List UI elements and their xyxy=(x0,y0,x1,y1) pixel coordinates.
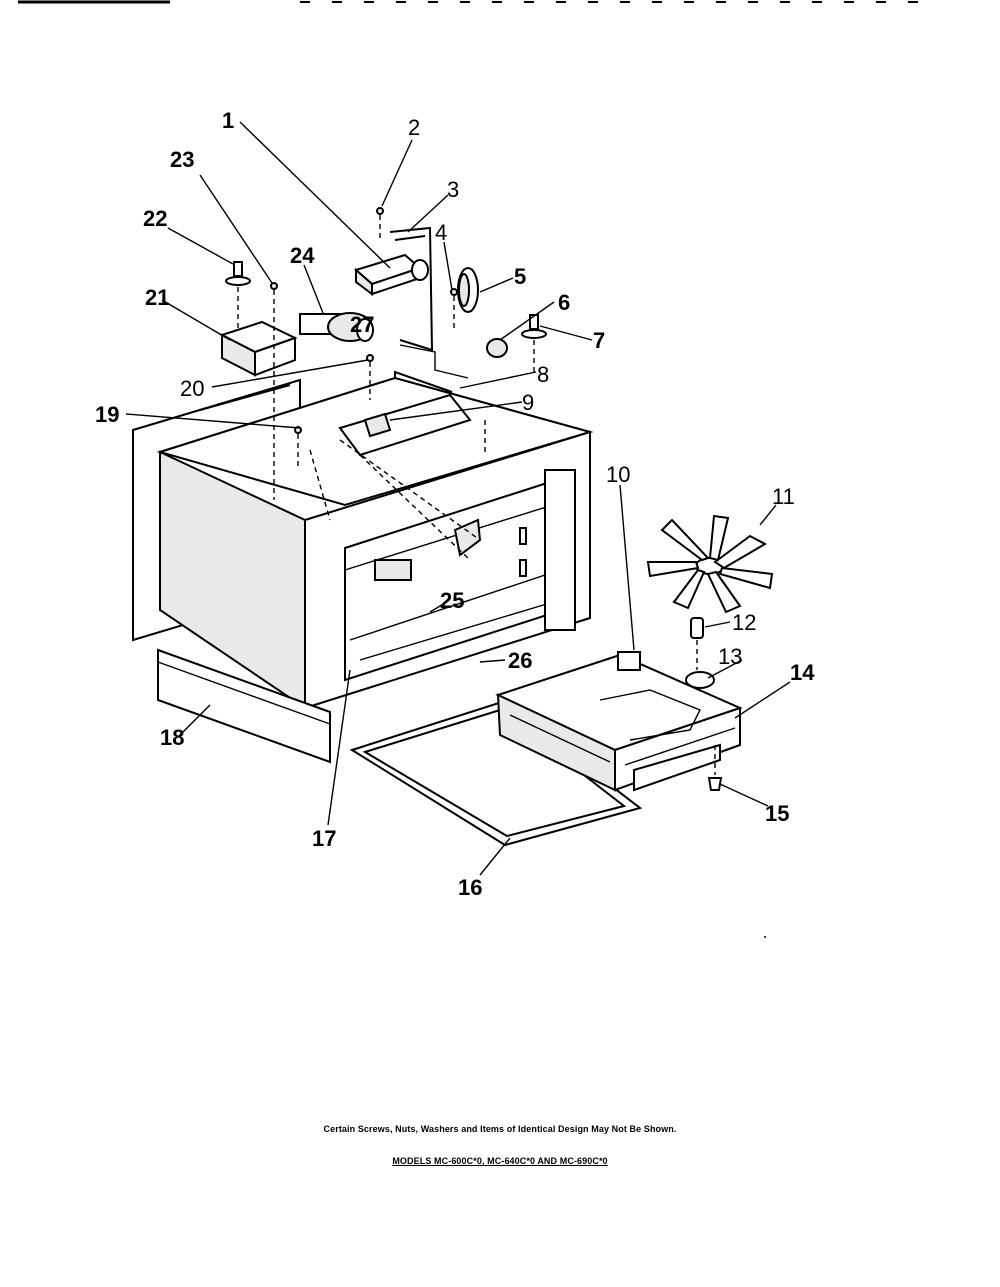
screw-assemblies xyxy=(225,261,547,372)
footnote: Certain Screws, Nuts, Washers and Items … xyxy=(323,1124,677,1134)
callout-6: 6 xyxy=(558,290,570,315)
callout-5: 5 xyxy=(514,264,526,289)
callout-15: 15 xyxy=(765,801,789,826)
callout-4: 4 xyxy=(435,220,447,245)
callout-21: 21 xyxy=(145,285,169,310)
fan-hub-parts xyxy=(617,617,715,689)
callout-14: 14 xyxy=(790,660,815,685)
callout-23: 23 xyxy=(170,147,194,172)
callout-27: 27 xyxy=(350,312,374,337)
oven-cabinet xyxy=(132,370,594,710)
callout-2: 2 xyxy=(408,115,420,140)
callout-3: 3 xyxy=(447,177,459,202)
models-caption: MODELS MC-600C*0, MC-640C*0 AND MC-690C*… xyxy=(0,1156,1000,1166)
callout-10: 10 xyxy=(606,462,630,487)
leader-lines xyxy=(125,121,791,876)
callout-25: 25 xyxy=(440,588,464,613)
callout-11: 11 xyxy=(772,484,795,509)
callout-16: 16 xyxy=(458,875,482,900)
control-box xyxy=(219,320,298,377)
rotary-switch xyxy=(457,267,479,313)
callout-13: 13 xyxy=(718,644,742,669)
callout-labels: 1 2 3 4 5 6 7 8 9 10 11 12 13 14 15 16 1… xyxy=(95,108,815,900)
callout-7: 7 xyxy=(593,328,605,353)
callout-19: 19 xyxy=(95,402,119,427)
callout-12: 12 xyxy=(732,610,756,635)
callout-1: 1 xyxy=(222,108,234,133)
callout-24: 24 xyxy=(290,243,315,268)
callout-26: 26 xyxy=(508,648,532,673)
callout-18: 18 xyxy=(160,725,184,750)
callout-8: 8 xyxy=(537,362,549,387)
stray-mark xyxy=(764,936,766,938)
callout-22: 22 xyxy=(143,206,167,231)
fan-blade xyxy=(646,514,774,614)
callout-20: 20 xyxy=(180,376,204,401)
bracket xyxy=(389,226,434,352)
motor xyxy=(299,312,374,342)
base-panel xyxy=(157,648,331,764)
callout-17: 17 xyxy=(312,826,336,851)
screw-15 xyxy=(707,745,723,791)
knob xyxy=(486,338,508,358)
models-text: MODELS MC-600C*0, MC-640C*0 AND MC-690C*… xyxy=(392,1156,608,1166)
callout-9: 9 xyxy=(522,390,534,415)
small-screws xyxy=(270,207,458,500)
mounting-plate xyxy=(309,344,486,561)
bottom-tray xyxy=(349,700,643,847)
fan-housing xyxy=(495,653,743,792)
transformer-block xyxy=(353,253,429,296)
